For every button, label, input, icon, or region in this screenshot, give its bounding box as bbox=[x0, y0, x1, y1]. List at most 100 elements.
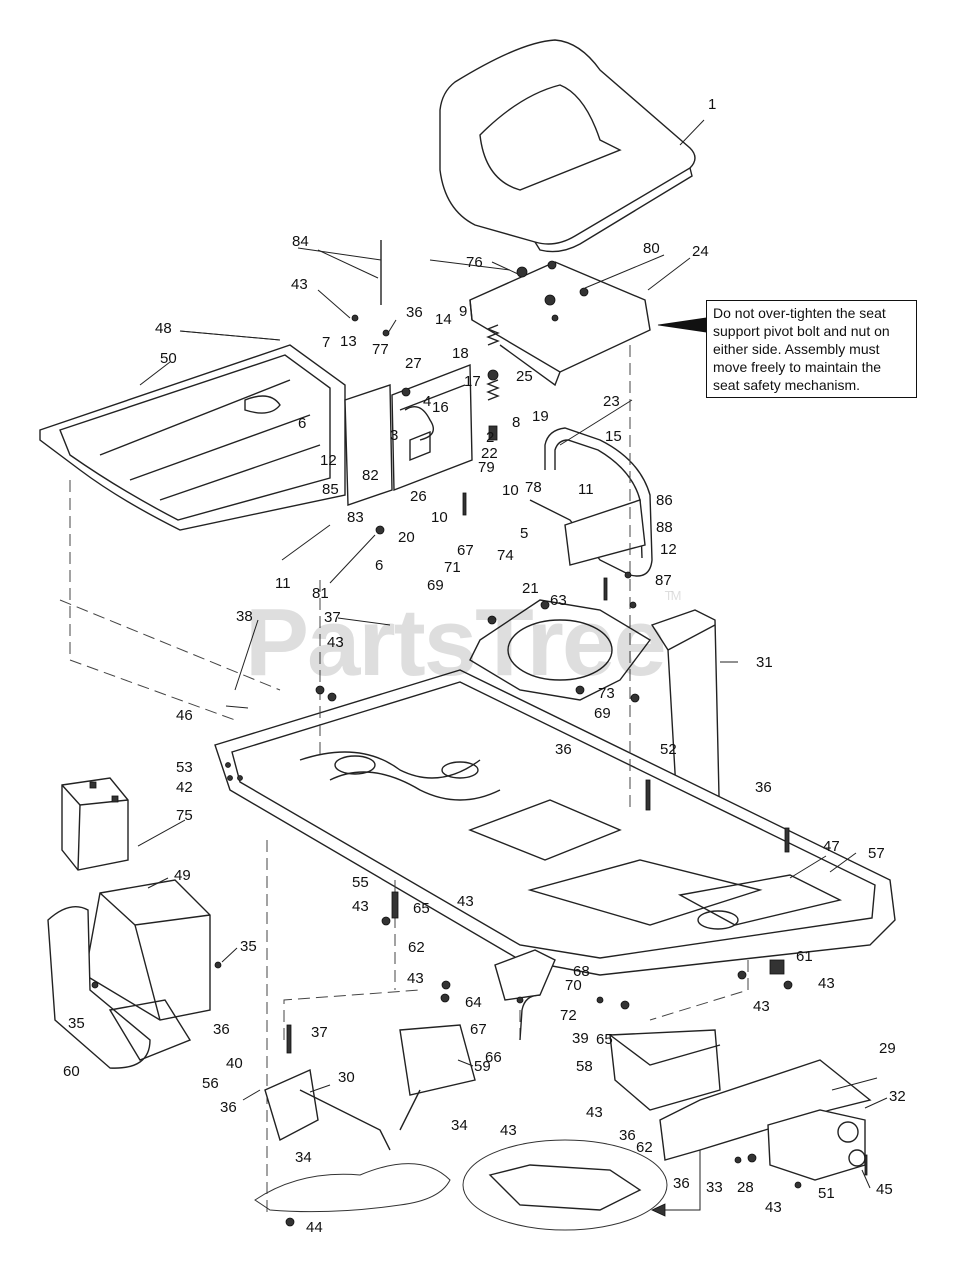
callout-66: 66 bbox=[485, 1049, 502, 1066]
callout-13: 13 bbox=[340, 333, 357, 350]
callout-20: 20 bbox=[398, 529, 415, 546]
callout-32: 32 bbox=[889, 1088, 906, 1105]
bracket-58 bbox=[609, 1029, 721, 1111]
callout-11b: 11 bbox=[275, 575, 291, 592]
callout-61: 61 bbox=[796, 948, 813, 965]
callout-64: 64 bbox=[465, 994, 482, 1011]
adjust-plate bbox=[469, 599, 652, 701]
callout-65b: 65 bbox=[596, 1031, 613, 1048]
callout-21: 21 bbox=[522, 580, 539, 597]
callout-18: 18 bbox=[452, 345, 469, 362]
callout-36d: 36 bbox=[213, 1021, 230, 1038]
leader-lines bbox=[137, 119, 888, 1189]
callout-36g: 36 bbox=[673, 1175, 690, 1192]
callout-59: 59 bbox=[474, 1058, 491, 1075]
callout-22: 22 bbox=[481, 445, 498, 462]
bracket-32 bbox=[767, 1109, 866, 1181]
callout-2: 2 bbox=[486, 429, 494, 446]
bracket-88 bbox=[564, 499, 646, 566]
callout-70: 70 bbox=[565, 977, 582, 994]
callout-4: 4 bbox=[423, 393, 431, 410]
callout-28: 28 bbox=[737, 1179, 754, 1196]
callout-37a: 37 bbox=[324, 609, 341, 626]
callout-48: 48 bbox=[155, 320, 172, 337]
callout-29: 29 bbox=[879, 1040, 896, 1057]
callout-53: 53 bbox=[176, 759, 193, 776]
callout-23: 23 bbox=[603, 393, 620, 410]
callout-17: 17 bbox=[464, 373, 481, 390]
callout-15: 15 bbox=[605, 428, 622, 445]
callouts: 1 84 76 80 24 43 36 9 14 48 7 13 77 27 1… bbox=[63, 96, 906, 1236]
shield bbox=[47, 906, 192, 1069]
callout-67b: 67 bbox=[470, 1021, 487, 1038]
callout-9: 9 bbox=[459, 303, 467, 320]
callout-69b: 69 bbox=[594, 705, 611, 722]
callout-25: 25 bbox=[516, 368, 533, 385]
lever-66 bbox=[519, 994, 541, 1041]
callout-44: 44 bbox=[306, 1219, 323, 1236]
callout-67a: 67 bbox=[457, 542, 474, 559]
callout-46: 46 bbox=[176, 707, 193, 724]
callout-51: 51 bbox=[818, 1185, 835, 1202]
callout-34a: 34 bbox=[451, 1117, 468, 1134]
callout-85: 85 bbox=[322, 481, 339, 498]
callout-19: 19 bbox=[532, 408, 549, 425]
callout-69a: 69 bbox=[427, 577, 444, 594]
callout-43g: 43 bbox=[753, 998, 770, 1015]
callout-63: 63 bbox=[550, 592, 567, 609]
callout-30: 30 bbox=[338, 1069, 355, 1086]
callout-36e: 36 bbox=[220, 1099, 237, 1116]
callout-87: 87 bbox=[655, 572, 672, 589]
callout-55: 55 bbox=[352, 874, 369, 891]
callout-88: 88 bbox=[656, 519, 673, 536]
callout-60: 60 bbox=[63, 1063, 80, 1080]
callout-37b: 37 bbox=[311, 1024, 328, 1041]
note-arrow bbox=[657, 317, 707, 333]
callout-35a: 35 bbox=[240, 938, 257, 955]
hardware bbox=[91, 314, 868, 1227]
callout-74: 74 bbox=[497, 547, 514, 564]
callout-7: 7 bbox=[322, 334, 330, 351]
callout-39: 39 bbox=[572, 1030, 589, 1047]
callout-16: 16 bbox=[432, 399, 449, 416]
callout-40: 40 bbox=[226, 1055, 243, 1072]
watermark-text: PartsTree bbox=[245, 589, 667, 696]
callout-78: 78 bbox=[525, 479, 542, 496]
callout-57: 57 bbox=[868, 845, 885, 862]
callout-27: 27 bbox=[405, 355, 422, 372]
bracket-30 bbox=[264, 1068, 391, 1151]
callout-35b: 35 bbox=[68, 1015, 85, 1032]
callout-36b: 36 bbox=[555, 741, 572, 758]
callout-65a: 65 bbox=[413, 900, 430, 917]
callout-10a: 10 bbox=[502, 482, 519, 499]
callout-6b: 6 bbox=[375, 557, 383, 574]
callout-49: 49 bbox=[174, 867, 191, 884]
warning-note: Do not over-tighten the seat support piv… bbox=[706, 300, 917, 398]
callout-33: 33 bbox=[706, 1179, 723, 1196]
callout-43e: 43 bbox=[407, 970, 424, 987]
callout-80: 80 bbox=[643, 240, 660, 257]
callout-12b: 12 bbox=[660, 541, 677, 558]
callout-31: 31 bbox=[756, 654, 773, 671]
callout-24: 24 bbox=[692, 243, 709, 260]
callout-68: 68 bbox=[573, 963, 590, 980]
watermark-tm: TM bbox=[664, 588, 682, 603]
callout-62b: 62 bbox=[636, 1139, 653, 1156]
callout-3: 3 bbox=[390, 427, 398, 444]
watermark: PartsTreeTM bbox=[245, 588, 682, 698]
callout-14: 14 bbox=[435, 311, 452, 328]
callout-8: 8 bbox=[512, 414, 520, 431]
springs bbox=[486, 324, 500, 441]
warning-note-text: Do not over-tighten the seat support piv… bbox=[713, 305, 890, 393]
callout-43: 43 bbox=[291, 276, 308, 293]
callout-72: 72 bbox=[560, 1007, 577, 1024]
callout-62a: 62 bbox=[408, 939, 425, 956]
callout-43c: 43 bbox=[352, 898, 369, 915]
guide-lines bbox=[59, 345, 749, 1215]
callout-75: 75 bbox=[176, 807, 193, 824]
callout-43f: 43 bbox=[818, 975, 835, 992]
callout-43d: 43 bbox=[457, 893, 474, 910]
callout-56: 56 bbox=[202, 1075, 219, 1092]
callout-47: 47 bbox=[823, 838, 840, 855]
callout-36f: 36 bbox=[619, 1127, 636, 1144]
